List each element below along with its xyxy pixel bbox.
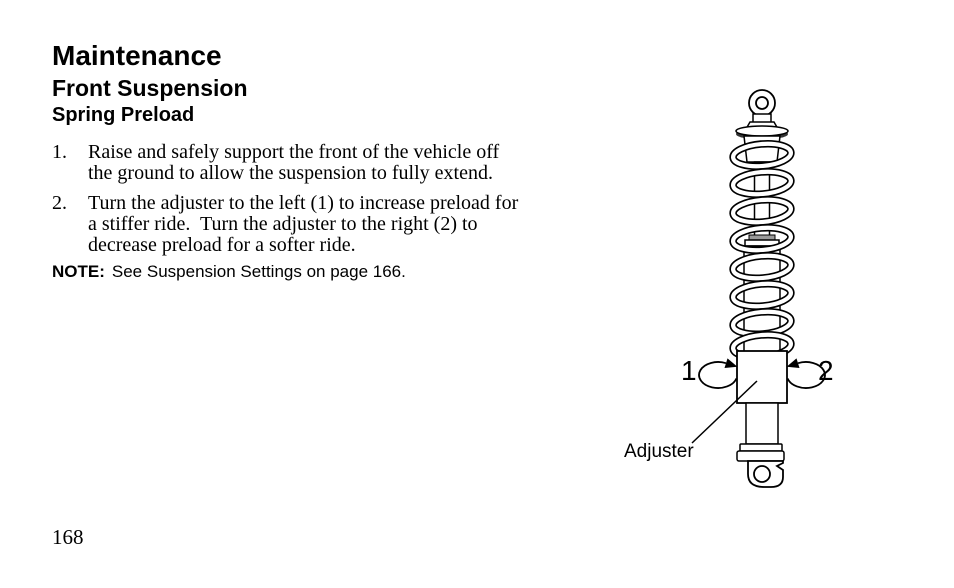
page-title: Maintenance — [52, 40, 222, 71]
step-2-number: 2. — [52, 192, 67, 214]
top-cap — [735, 113, 789, 163]
step-2-text: Turn the adjuster to the left (1) to inc… — [88, 192, 519, 256]
page-number: 168 — [52, 525, 84, 549]
top-eyelet — [748, 89, 776, 117]
step-1-text: Raise and safely support the front of th… — [88, 141, 500, 184]
bottom-mount — [747, 460, 784, 488]
subsection-title: Spring Preload — [52, 104, 195, 126]
callout-2: 2 — [818, 355, 834, 386]
turn-right-arrow — [786, 358, 826, 389]
step-1-number: 1. — [52, 141, 67, 163]
adjuster-body — [736, 350, 788, 404]
note-line: NOTE: See Suspension Settings on page 166… — [52, 261, 406, 283]
shock-absorber-diagram — [691, 89, 826, 488]
section-title: Front Suspension — [52, 75, 248, 101]
turn-left-arrow — [698, 358, 738, 389]
note-label: NOTE: — [52, 262, 105, 281]
adjuster-label: Adjuster — [624, 441, 694, 462]
note-text: See Suspension Settings on page 166. — [111, 262, 406, 281]
adjuster-leader-line — [691, 380, 758, 444]
callout-1: 1 — [681, 355, 697, 386]
lower-body — [736, 402, 785, 462]
